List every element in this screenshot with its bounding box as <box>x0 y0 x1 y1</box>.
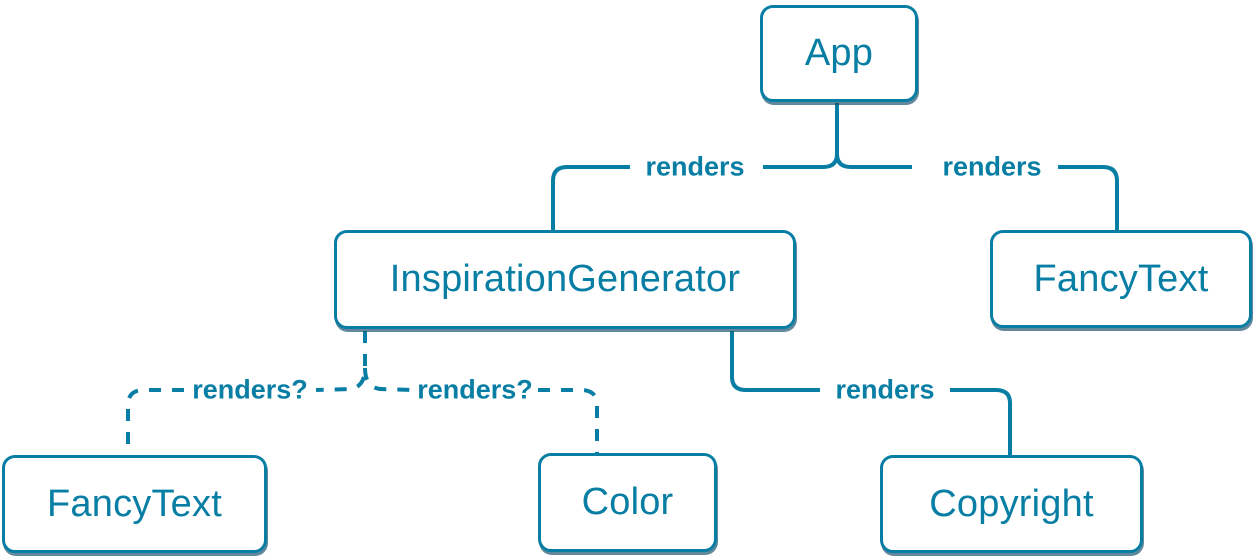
node-app-label: App <box>804 32 874 74</box>
node-copyright-label: Copyright <box>929 482 1094 525</box>
edge-label-inspirationgenerator-color: renders? <box>417 374 533 405</box>
edge-label-app-fancytext: renders <box>942 151 1042 182</box>
node-copyright: Copyright <box>880 455 1143 553</box>
node-app: App <box>760 5 918 102</box>
node-color-label: Color <box>581 481 674 523</box>
edge-label-inspirationgenerator-copyright: renders <box>835 374 935 405</box>
node-inspiration-generator: InspirationGenerator <box>334 230 796 329</box>
edge-inspirationgenerator-color <box>363 367 599 456</box>
edge-label-app-inspirationgenerator: renders <box>645 151 745 182</box>
node-fancy-text-bottom: FancyText <box>2 455 267 553</box>
node-fancy-text-top: FancyText <box>990 230 1252 328</box>
edge-inspirationgenerator-fancytext <box>126 331 367 456</box>
edge-label-inspirationgenerator-fancytext: renders? <box>192 374 308 405</box>
node-color: Color <box>538 453 717 552</box>
node-inspiration-generator-label: InspirationGenerator <box>389 258 741 300</box>
edge-inspirationgenerator-copyright <box>730 331 1012 456</box>
edge-app-fancytext <box>835 103 1119 231</box>
node-fancy-text-top-label: FancyText <box>1033 257 1209 300</box>
node-fancy-text-bottom-label: FancyText <box>47 482 222 525</box>
